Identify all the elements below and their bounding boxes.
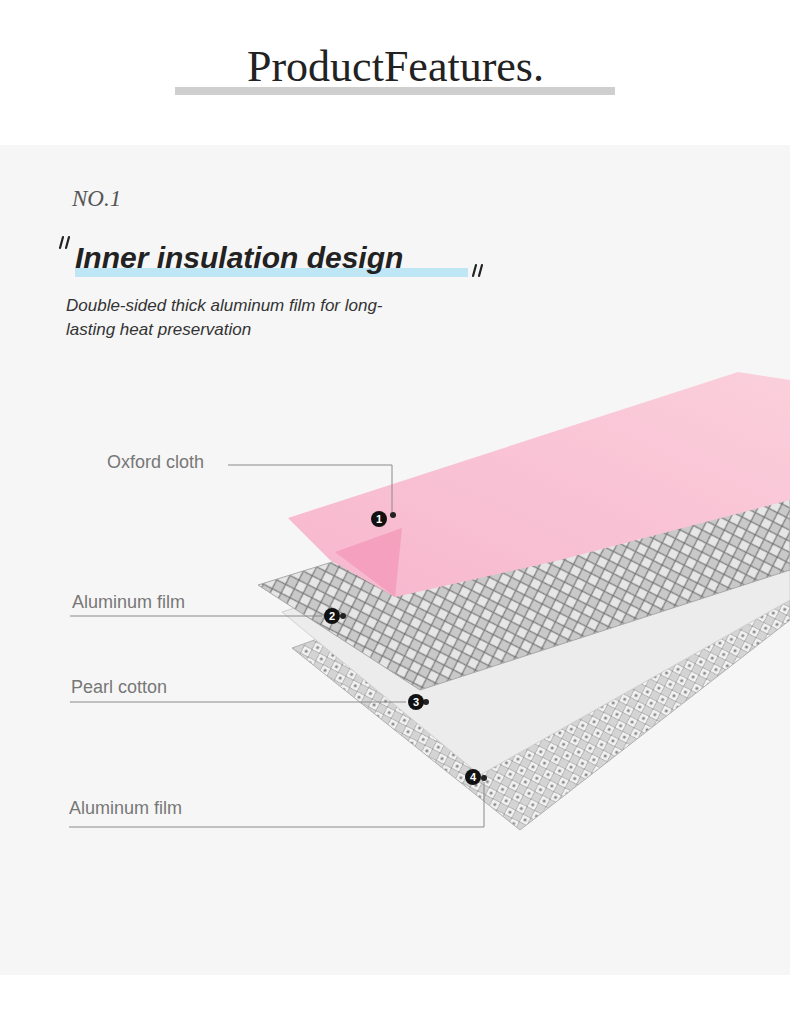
part-label: Pearl cotton [71, 677, 167, 698]
quote-marks [60, 237, 482, 276]
callout-number: 3 [408, 694, 424, 710]
leader-dots [340, 512, 487, 781]
part-label: Aluminum film [69, 798, 182, 819]
oxford-cloth-layer [288, 372, 790, 597]
part-label: Oxford cloth [107, 452, 204, 473]
feature-heading: Inner insulation design [75, 240, 403, 276]
callout-number: 1 [371, 511, 387, 527]
cloth-fold [335, 528, 402, 597]
panel-ground [0, 145, 790, 975]
leader-lines [69, 465, 484, 827]
feature-description: Double-sided thick aluminum film for lon… [66, 294, 411, 342]
section-number: NO.1 [72, 186, 121, 212]
page-title: ProductFeatures. [247, 42, 544, 92]
callout-number: 4 [465, 769, 481, 785]
callout-number: 2 [324, 608, 340, 624]
part-label: Aluminum film [72, 592, 185, 613]
